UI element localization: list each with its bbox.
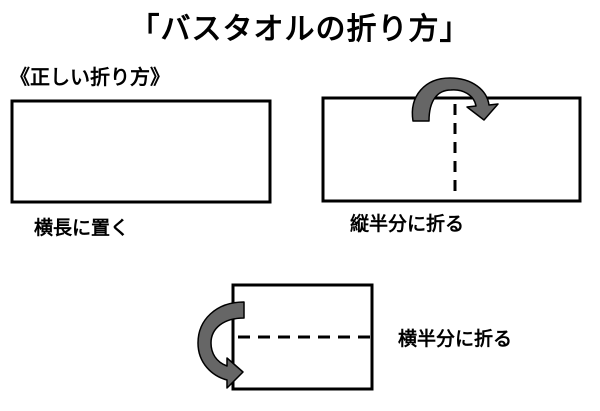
curved-fold-arrow-icon: [411, 77, 499, 122]
curved-fold-arrow-icon: [197, 301, 245, 389]
step-fold-vertical: [321, 77, 582, 203]
towel-flat-rect: [10, 99, 272, 204]
step-fold-horizontal: [197, 283, 374, 391]
step-caption-place-horizontal: 横長に置く: [34, 217, 130, 239]
step-caption-fold-horizontal: 横半分に折る: [398, 328, 513, 350]
page-title: 「バスタオルの折り方」: [129, 12, 471, 47]
step-caption-fold-vertical: 縦半分に折る: [350, 213, 465, 235]
section-subtitle: 《正しい折り方》: [10, 65, 170, 89]
towel-vertical-fold-rect: [321, 96, 582, 203]
